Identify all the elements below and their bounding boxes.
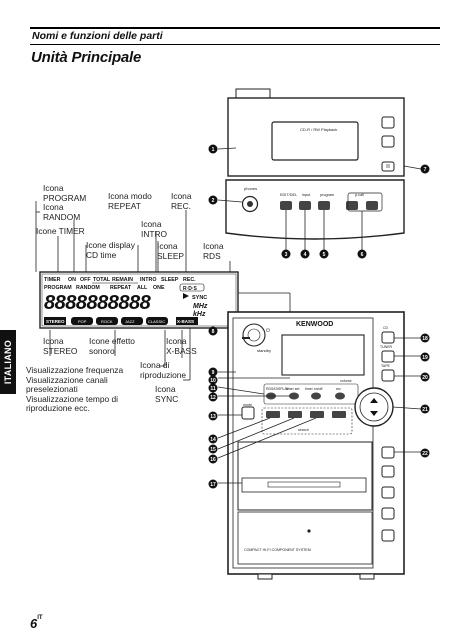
svg-text:X-BASS: X-BASS (177, 319, 194, 324)
svg-text:2: 2 (212, 198, 215, 204)
svg-text:standby: standby (257, 348, 271, 353)
label-rec: Icona REC. (171, 191, 192, 211)
label-program-random: Icona PROGRAM Icona RANDOM (43, 183, 87, 222)
svg-text:OFF: OFF (80, 277, 91, 283)
svg-text:kHz: kHz (193, 311, 206, 318)
svg-text:3: 3 (285, 252, 288, 258)
svg-text:CD: CD (383, 326, 389, 330)
svg-text:timer on/off: timer on/off (305, 387, 322, 391)
svg-text:STEREO: STEREO (46, 319, 65, 324)
svg-text:CLASSIC: CLASSIC (148, 319, 165, 324)
svg-text:9: 9 (212, 370, 215, 376)
svg-text:SLEEP: SLEEP (161, 277, 179, 283)
svg-text:PROGRAM: PROGRAM (44, 285, 72, 291)
main-unit-body: KENWOOD ⏻ standby RDS/DISPLAY timer set … (227, 311, 405, 580)
svg-text:19: 19 (422, 355, 428, 361)
svg-text:phones: phones (244, 186, 257, 191)
svg-text:4: 4 (304, 252, 307, 258)
svg-text:13: 13 (210, 414, 216, 420)
svg-text:RDS/DISPLAY: RDS/DISPLAY (266, 387, 290, 391)
brand-logo: KENWOOD (296, 321, 333, 328)
label-intro: Icona INTRO (141, 219, 168, 239)
svg-text:⏻: ⏻ (266, 328, 270, 334)
label-display-cd-time: Icone display CD time (86, 240, 135, 260)
svg-text:rec: rec (336, 387, 341, 391)
svg-text:program: program (320, 193, 334, 197)
label-sound-effect: Icone effetto sonoro (89, 336, 135, 356)
svg-text:REPEAT: REPEAT (110, 285, 132, 291)
label-repeat: Icona modo REPEAT (108, 191, 152, 211)
section-header: Nomi e funzioni delle parti (32, 30, 163, 42)
svg-text:7: 7 (424, 167, 427, 173)
svg-text:TUNER: TUNER (380, 345, 393, 349)
svg-text:p.call: p.call (355, 193, 364, 197)
svg-text:ALL: ALL (137, 285, 148, 291)
lcd-display-illustration: TIMER ON OFF TOTAL REMAIN INTRO SLEEP RE… (39, 271, 239, 329)
svg-text:10: 10 (210, 378, 216, 384)
label-stereo: Icona STEREO (43, 336, 78, 356)
top-label: CD-R / RW Playback (300, 127, 337, 132)
label-playback: Icona di riproduzione (140, 360, 187, 380)
svg-text:16: 16 (210, 457, 216, 463)
svg-text:timer set: timer set (286, 387, 299, 391)
svg-text:search: search (298, 428, 309, 432)
svg-text:REMAIN: REMAIN (112, 277, 133, 283)
svg-text:11: 11 (210, 386, 216, 392)
svg-text:ONE: ONE (153, 285, 165, 291)
svg-text:TAPE: TAPE (381, 364, 391, 368)
svg-text:17: 17 (210, 482, 216, 488)
label-rds: Icona RDS (203, 241, 224, 261)
svg-text:22: 22 (422, 451, 428, 457)
header-rule (30, 27, 440, 29)
lcd-segments: 8888888888 (44, 292, 152, 314)
svg-text:SYNC: SYNC (192, 295, 207, 301)
page-title: Unità Principale (31, 49, 142, 66)
svg-text:JAZZ: JAZZ (125, 319, 135, 324)
svg-text:mode: mode (243, 403, 252, 407)
svg-text:5: 5 (323, 252, 326, 258)
language-side-tab: ITALIANO (0, 330, 16, 394)
callout-markers: 1 2 3 4 5 6 7 8 9 10 11 12 13 14 15 16 1… (208, 144, 430, 489)
unit-footer-text: COMPACT HI-FI COMPONENT SYSTEM (244, 548, 311, 552)
svg-text:REC.: REC. (183, 277, 196, 283)
svg-text:TIMER: TIMER (44, 277, 61, 283)
svg-text:EDIT/DEL: EDIT/DEL (280, 193, 297, 197)
label-sync: Icona SYNC (155, 384, 179, 404)
svg-text:ON: ON (68, 277, 76, 283)
page-number: 6IT (30, 615, 43, 631)
svg-text:TOTAL: TOTAL (93, 277, 111, 283)
top-cd-module: CD-R / RW Playback phones EDIT/DEL input… (225, 88, 405, 240)
svg-text:POP: POP (78, 319, 87, 324)
svg-text:15: 15 (210, 447, 216, 453)
header-rule-bottom (30, 44, 440, 45)
svg-text:8: 8 (212, 329, 215, 335)
svg-text:volume: volume (340, 379, 352, 383)
svg-text:6: 6 (361, 252, 364, 258)
label-timer: Icone TIMER (36, 226, 85, 236)
svg-text:RANDOM: RANDOM (76, 285, 100, 291)
svg-text:MHz: MHz (193, 303, 208, 310)
svg-text:ROCK: ROCK (101, 319, 113, 324)
svg-text:21: 21 (422, 407, 428, 413)
label-sleep: Icona SLEEP (157, 241, 185, 261)
label-frequency-info: Visualizzazione frequenza Visualizzazion… (26, 365, 124, 413)
svg-text:18: 18 (422, 336, 428, 342)
svg-text:20: 20 (422, 375, 428, 381)
svg-text:1: 1 (212, 147, 215, 153)
svg-text:INTRO: INTRO (140, 277, 156, 283)
svg-text:12: 12 (210, 395, 216, 401)
svg-text:input: input (302, 193, 311, 197)
svg-text:14: 14 (210, 437, 216, 443)
svg-text:R·D·S: R·D·S (183, 286, 198, 292)
label-xbass: Icona X-BASS (166, 336, 197, 356)
